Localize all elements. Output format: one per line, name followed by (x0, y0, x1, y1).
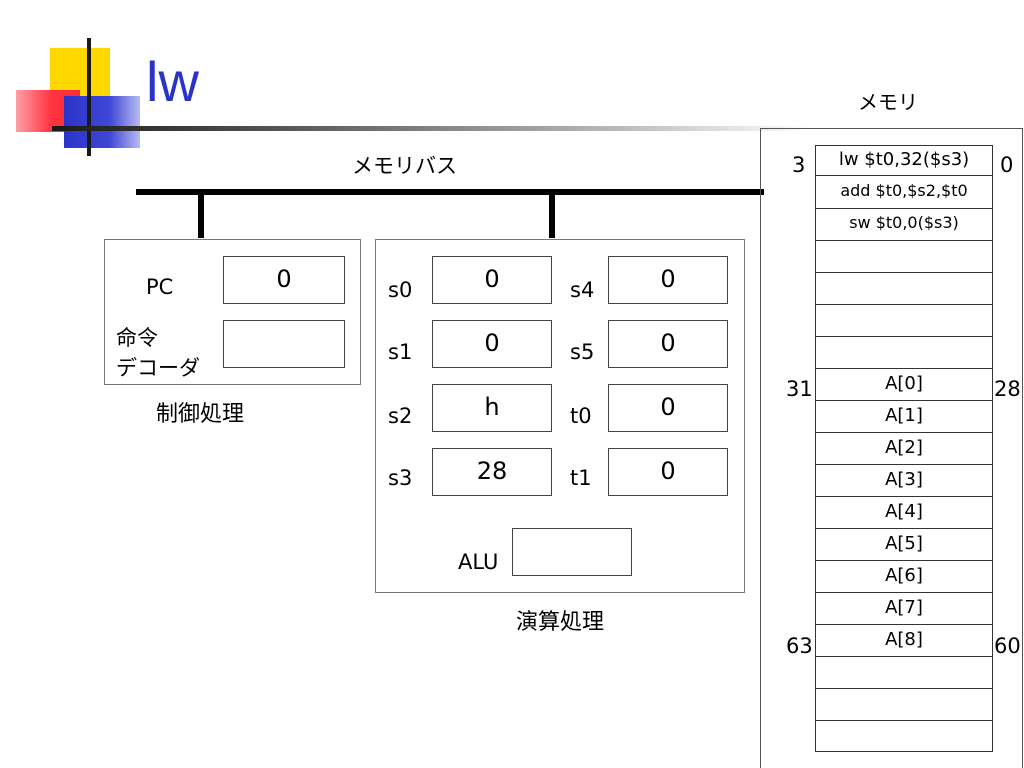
reg-t0-field: 0 (608, 384, 728, 432)
memory-cell: add $t0,$s2,$t0 (840, 181, 968, 200)
memory-row-divider (815, 175, 993, 176)
reg-s3-field: 28 (432, 448, 552, 496)
memory-row-divider (815, 688, 993, 689)
mem-addr-left-0: 3 (792, 153, 806, 177)
reg-s1-field: 0 (432, 320, 552, 368)
memory-cell: sw $t0,0($s3) (849, 213, 959, 232)
mem-addr-right-1: 28 (994, 377, 1021, 401)
memory-cell: A[2] (885, 437, 923, 458)
mem-addr-right-0: 0 (1000, 153, 1014, 177)
reg-t0-label: t0 (570, 404, 592, 428)
reg-s5-field: 0 (608, 320, 728, 368)
alu-label: ALU (458, 550, 499, 574)
memory-cell: A[0] (885, 373, 923, 394)
reg-s4-label: s4 (570, 278, 595, 302)
memory-bus (136, 189, 764, 195)
memory-cell: lw $t0,32($s3) (838, 149, 970, 170)
reg-t1-field: 0 (608, 448, 728, 496)
memory-row-divider (815, 464, 993, 465)
memory-row-divider (815, 272, 993, 273)
memory-row-divider (815, 432, 993, 433)
decoder-field (223, 320, 345, 368)
memory-row-divider (815, 496, 993, 497)
memory-row-divider (815, 560, 993, 561)
memory-row-divider (815, 208, 993, 209)
title-underline (52, 126, 812, 131)
memory-cell: A[6] (885, 565, 923, 586)
alu-field (512, 528, 632, 576)
memory-cell: A[4] (885, 501, 923, 522)
memory-cell: A[7] (885, 597, 923, 618)
reg-s4-field: 0 (608, 256, 728, 304)
decoder-label-line1: 命令 (116, 326, 158, 350)
memory-row-divider (815, 592, 993, 593)
decor-blue-square (64, 96, 140, 148)
bus-drop-alu (549, 192, 555, 238)
reg-s0-label: s0 (388, 278, 413, 302)
memory-row-divider (815, 528, 993, 529)
mem-addr-left-1: 31 (786, 377, 813, 401)
control-caption: 制御処理 (156, 402, 245, 427)
memory-row-divider (815, 656, 993, 657)
reg-s2-field: h (432, 384, 552, 432)
memory-row-divider (815, 624, 993, 625)
memory-cell: A[5] (885, 533, 923, 554)
memory-row-divider (815, 304, 993, 305)
memory-row-divider (815, 368, 993, 369)
reg-s1-label: s1 (388, 340, 413, 364)
alu-caption: 演算処理 (516, 610, 605, 635)
reg-t1-label: t1 (570, 466, 592, 490)
bus-label: メモリバス (352, 154, 457, 178)
memory-strip (815, 145, 993, 752)
reg-s3-label: s3 (388, 466, 413, 490)
reg-s5-label: s5 (570, 340, 595, 364)
memory-row-divider (815, 336, 993, 337)
memory-cell: A[8] (885, 629, 923, 650)
memory-title: メモリ (858, 90, 918, 114)
decor-vertical-line (87, 38, 91, 156)
memory-row-divider (815, 240, 993, 241)
pc-field: 0 (223, 256, 345, 304)
bus-drop-control (198, 192, 204, 238)
mem-addr-left-2: 63 (786, 634, 813, 658)
reg-s2-label: s2 (388, 404, 413, 428)
memory-outer-box (760, 128, 1023, 768)
memory-cell: A[3] (885, 469, 923, 490)
memory-cell: A[1] (885, 405, 923, 426)
pc-label: PC (146, 275, 174, 299)
memory-row-divider (815, 720, 993, 721)
reg-s0-field: 0 (432, 256, 552, 304)
mem-addr-right-2: 60 (994, 634, 1021, 658)
slide-title: lw (146, 50, 199, 113)
decoder-label-line2: デコーダ (116, 356, 200, 380)
memory-row-divider (815, 400, 993, 401)
